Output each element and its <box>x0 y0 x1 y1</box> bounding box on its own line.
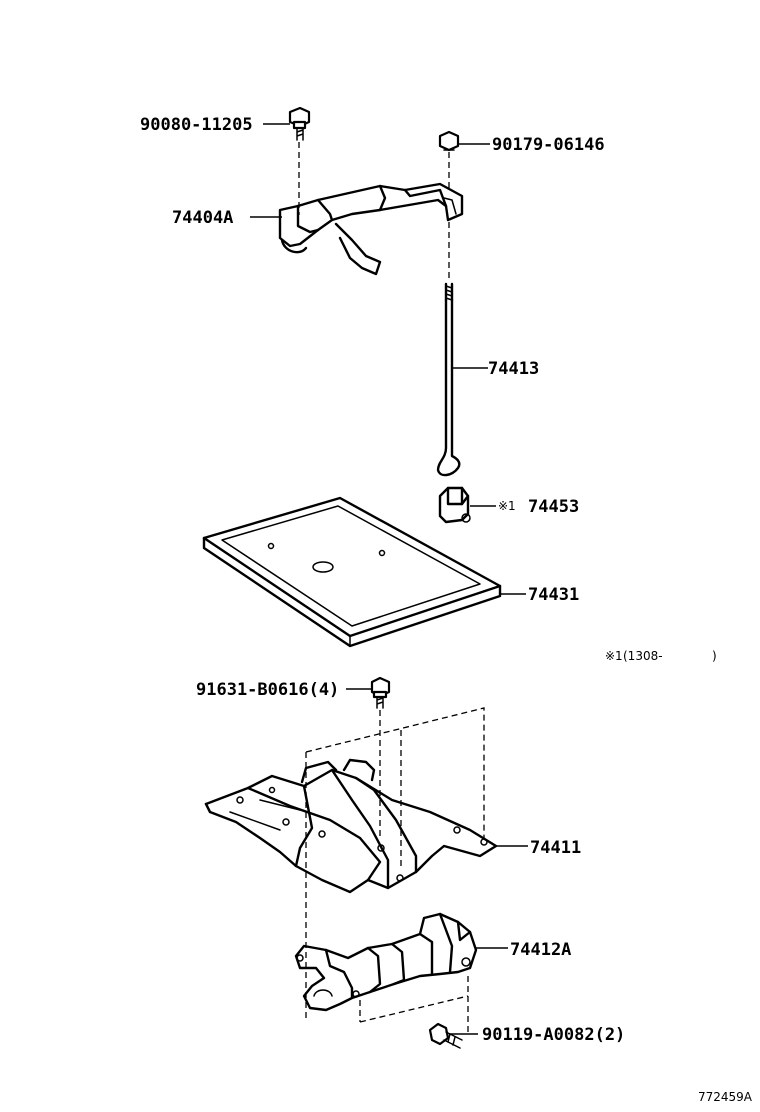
label-block: 74453 <box>528 497 579 517</box>
label-bracket: 74412A <box>510 940 571 960</box>
note-range: (1308- <box>623 649 663 663</box>
diagram-id: 772459A <box>698 1090 753 1104</box>
label-bolt-bottom: 90119-A0082(2) <box>482 1025 625 1045</box>
label-bolt-top: 90080-11205 <box>140 115 253 135</box>
label-carrier: 74411 <box>530 838 581 858</box>
label-bolt-mid: 91631-B0616(4) <box>196 680 339 700</box>
bolt-top-icon <box>288 106 311 141</box>
battery-clamp <box>278 182 464 276</box>
hold-down-rod <box>436 282 461 477</box>
battery-block <box>438 486 471 524</box>
nut-top-icon <box>438 130 460 152</box>
note-mark: ※1 <box>605 649 623 663</box>
label-clamp: 74404A <box>172 208 233 228</box>
label-tray: 74431 <box>528 585 579 605</box>
note-close: ) <box>712 649 717 663</box>
battery-carrier <box>204 758 498 894</box>
label-rod: 74413 <box>488 359 539 379</box>
carrier-bracket <box>294 912 478 1012</box>
battery-tray <box>202 496 502 648</box>
bolt-bottom-icon <box>428 1022 463 1049</box>
label-block-mark: ※1 <box>498 499 516 513</box>
label-nut-top: 90179-06146 <box>492 135 605 155</box>
bolt-mid-icon <box>370 676 391 709</box>
